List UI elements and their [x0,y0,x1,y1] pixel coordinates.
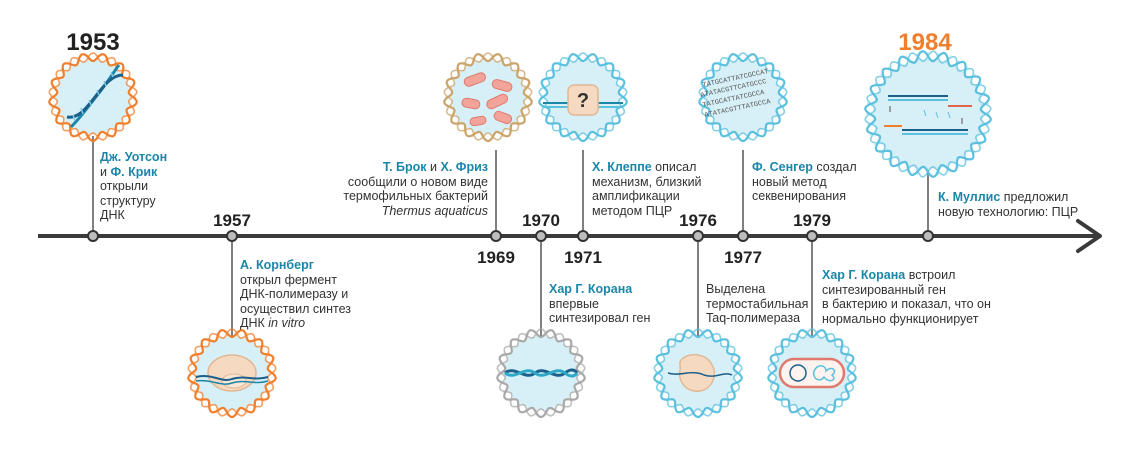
desc-line: нормально функционирует [822,311,979,326]
person-sanger: Ф. Сенгер [752,160,813,174]
event-dot-1977[interactable] [737,230,749,242]
synthesized-gene-icon [504,368,579,378]
desc-line: механизм, близкий [592,174,702,189]
desc-line: ДНК-полимеразу и [240,287,349,301]
desc-text: описал [651,160,697,174]
year-label-1970: 1970 [522,211,560,230]
event-desc-1977: Ф. Сенгер создал новый метод секвенирова… [752,160,882,204]
year-label-1984: 1984 [898,29,952,56]
conj: и [100,164,107,179]
person-watson: Дж. Уотсон [100,150,168,164]
event-desc-1970: Хар Г. Корана впервые синтезировал ген [549,282,669,326]
medallion-1984 [864,50,992,178]
dna-helix-icon [66,64,124,129]
desc-italic: in vitro [268,316,306,330]
desc-line: структуру [100,193,156,208]
person-khorana: Хар Г. Корана [822,268,906,282]
desc-line: открыл фермент [240,272,337,287]
medallion-1970 [496,328,586,419]
person-freeze: Х. Фриз [440,160,489,174]
desc-line: амплификации [592,189,680,203]
event-desc-1953: Дж. Уотсон и Ф. Крик открыли структуру Д… [100,150,210,223]
person-mullis: К. Муллис [938,190,1001,204]
question-mark-label: ? [577,90,589,112]
desc-line: впервые [549,296,599,311]
person-kleppe: Х. Клеппе [592,160,652,174]
stems [92,136,929,340]
event-dot-1953[interactable] [87,230,99,242]
person-khorana: Хар Г. Корана [549,282,633,296]
event-desc-1971: Х. Клеппе описал механизм, близкий ампли… [592,160,722,218]
taq-polymerase-icon [667,353,733,392]
desc-line: секвенирования [752,189,847,203]
desc-line: сообщили о новом виде [347,174,488,189]
bacteria-icon [461,72,513,127]
desc-line: Taq-полимераза [706,311,801,325]
year-label-1971: 1971 [564,248,602,267]
desc-text: создал [812,160,857,174]
desc-line: термостабильная [706,296,809,311]
year-label-1977: 1977 [724,248,762,267]
desc-line: термофильных бактерий [343,189,488,203]
event-desc-1979: Хар Г. Корана встроил синтезированный ге… [822,268,1002,326]
conj: и [426,160,441,174]
desc-line: осуществил синтез [240,301,352,316]
question-mechanism-icon: ? [543,84,623,116]
medallion-1977 [698,52,788,143]
event-dot-1984[interactable] [922,230,934,242]
year-label-1957: 1957 [213,211,251,230]
year-label-1953: 1953 [66,29,119,56]
desc-line: открыли [100,179,149,193]
desc-line: ДНК [100,208,125,222]
medallion-1953 [48,52,138,143]
desc-line: новую технологию: ПЦР [938,204,1079,219]
desc-line: ДНК [240,316,269,330]
event-desc-1957: А. Корнберг открыл фермент ДНК-полимераз… [240,258,380,331]
desc-italic: Thermus aquaticus [381,203,488,218]
person-crick: Ф. Крик [110,164,158,179]
year-label-1979: 1979 [793,211,831,230]
event-dot-1957[interactable] [226,230,238,242]
event-dot-1970[interactable] [535,230,547,242]
event-desc-1984: К. Муллис предложил новую технологию: ПЦ… [938,190,1098,219]
desc-line: методом ПЦР [592,203,673,218]
timeline-arrowhead [1076,219,1102,253]
year-label-1969: 1969 [477,248,515,267]
pcr-scheme-icon [884,95,972,135]
desc-text: встроил [905,268,956,282]
sequence-text-icon: TATGCATTATCGCCAT ATATACGTTCATGCCC TATGCA… [700,68,772,120]
recombinant-bacterium-icon [778,357,846,389]
event-dot-1976[interactable] [692,230,704,242]
desc-line: в бактерию и показал, что он [822,297,991,311]
year-label-1976: 1976 [679,211,717,230]
event-dot-1971[interactable] [577,230,589,242]
event-dot-1969[interactable] [490,230,502,242]
polymerase-icon [195,354,269,392]
desc-line: синтезировал ген [549,311,651,325]
medallion-1969 [443,52,533,143]
event-desc-1969: Т. Брок и Х. Фриз сообщили о новом виде … [330,160,488,218]
desc-line: Выделена [706,282,766,296]
person-kornberg: А. Корнберг [240,258,314,272]
person-brock: Т. Брок [382,160,427,174]
event-desc-1976: Выделена термостабильная Taq-полимераза [706,282,816,326]
desc-line: новый метод [752,174,827,189]
desc-line: синтезированный ген [822,282,946,297]
event-dot-1979[interactable] [806,230,818,242]
desc-text: предложил [1000,190,1069,204]
